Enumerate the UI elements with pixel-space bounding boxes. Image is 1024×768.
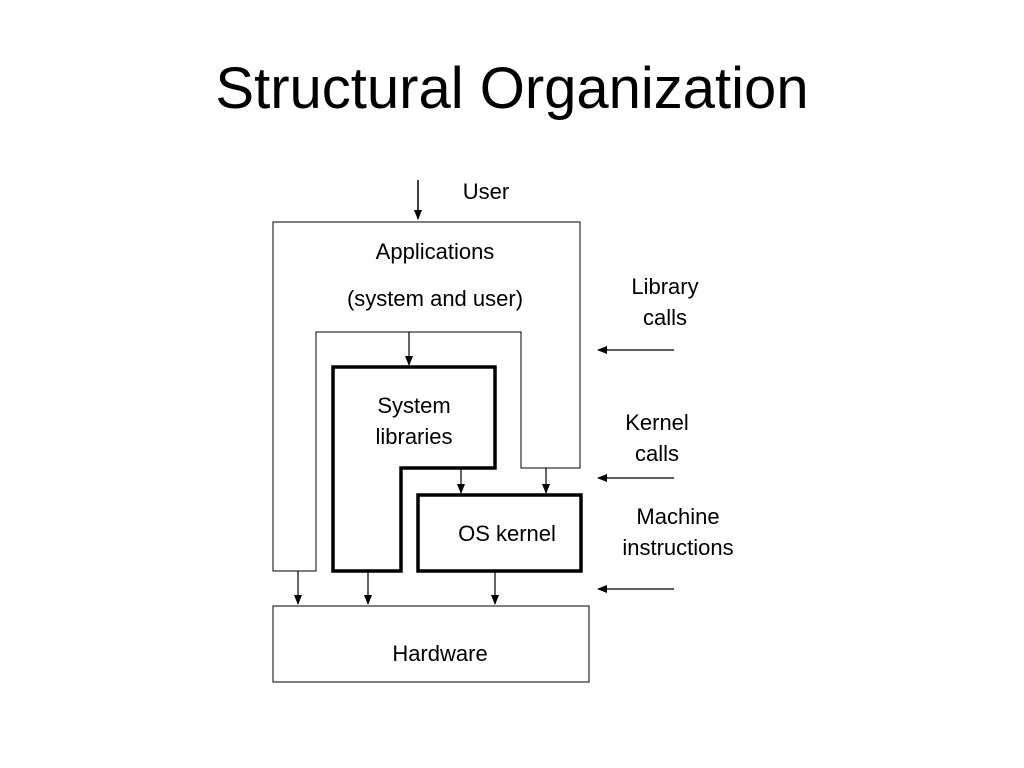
- system-libraries-sublabel: libraries: [375, 424, 452, 449]
- os-kernel-label: OS kernel: [458, 521, 556, 546]
- applications-region: [272, 221, 581, 572]
- kernel-calls-sublabel: calls: [635, 441, 679, 466]
- hardware-label: Hardware: [392, 641, 487, 666]
- library-calls-label: Library: [631, 274, 698, 299]
- hardware-box: [272, 605, 590, 683]
- machine-instructions-label: Machine: [636, 504, 719, 529]
- kernel-calls-label: Kernel: [625, 410, 689, 435]
- applications-sublabel: (system and user): [347, 286, 523, 311]
- user-label: User: [463, 179, 509, 204]
- os-kernel-box: [416, 493, 583, 573]
- slide-title: Structural Organization: [215, 56, 809, 121]
- applications-label: Applications: [376, 239, 495, 264]
- system-libraries-label: System: [377, 393, 450, 418]
- system-libraries-region: [331, 365, 497, 573]
- library-calls-sublabel: calls: [643, 305, 687, 330]
- machine-instructions-sublabel: instructions: [622, 535, 733, 560]
